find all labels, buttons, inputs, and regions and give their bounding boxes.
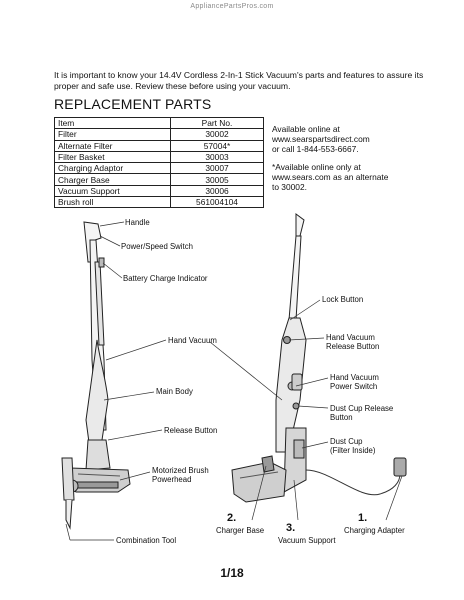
label-dust-cup-release-button: Dust Cup Release Button [330, 404, 393, 422]
callout-number-3: 3. [286, 522, 296, 534]
label-line: Motorized Brush [152, 466, 209, 475]
label-release-button: Release Button [164, 426, 218, 435]
replacement-parts-table: Item Part No. Filter 30002 Alternate Fil… [54, 116, 264, 209]
table-row: Filter Basket 30003 [54, 150, 264, 164]
label-hand-vacuum: Hand Vacuum [168, 336, 217, 345]
label-battery-charge-indicator: Battery Charge Indicator [123, 274, 208, 283]
table-row: Brush roll 561004104 [54, 196, 264, 209]
label-line: Button [330, 413, 353, 422]
label-hand-vacuum-release-button: Hand Vacuum Release Button [326, 333, 379, 351]
label-power-speed-switch: Power/Speed Switch [121, 242, 193, 251]
label-line: Power Switch [330, 382, 378, 391]
label-line: Hand Vacuum [326, 333, 375, 342]
right-vacuum-drawing [231, 213, 407, 503]
table-cell-item: Brush roll [54, 196, 171, 209]
section-heading: REPLACEMENT PARTS [54, 96, 212, 112]
availability-phone: or call 1-844-553-6667. [272, 144, 359, 154]
label-motorized-brush: Motorized Brush Powerhead [152, 466, 209, 484]
label-main-body: Main Body [156, 387, 193, 396]
label-handle: Handle [125, 218, 150, 227]
callout-number-2: 2. [227, 512, 237, 524]
watermark: AppliancePartsPros.com [190, 3, 274, 10]
alternate-line: *Available online only at [272, 162, 361, 172]
availability-line: Available online at [272, 124, 340, 134]
availability-website: www.searspartsdirect.com [272, 134, 370, 144]
table-row: Charger Base 30005 [54, 173, 264, 186]
page-number: 1/18 [220, 566, 244, 580]
alternate-line: www.sears.com as an alternate [272, 172, 389, 182]
table-header-row: Item Part No. [54, 116, 264, 130]
label-charging-adapter: Charging Adapter [344, 526, 405, 535]
intro-paragraph: It is important to know your 14.4V Cordl… [54, 70, 424, 91]
label-hand-vacuum-power-switch: Hand Vacuum Power Switch [330, 373, 379, 391]
left-vacuum-drawing [61, 221, 131, 530]
label-vacuum-support: Vacuum Support [278, 536, 336, 545]
label-lock-button: Lock Button [322, 295, 364, 304]
alternate-line: to 30002. [272, 182, 307, 192]
label-line: Dust Cup [330, 437, 363, 446]
label-line: Hand Vacuum [330, 373, 379, 382]
label-charger-base: Charger Base [216, 526, 265, 535]
label-line: (Filter Inside) [330, 446, 376, 455]
label-combination-tool: Combination Tool [116, 536, 177, 545]
table-cell-part-no: 561004104 [170, 196, 264, 209]
label-line: Powerhead [152, 475, 192, 484]
availability-note: Available online at www.searspartsdirect… [272, 124, 432, 154]
label-dust-cup: Dust Cup (Filter Inside) [330, 437, 376, 455]
callout-number-1: 1. [358, 512, 368, 524]
label-line: Release Button [326, 342, 380, 351]
alternate-availability-note: *Available online only at www.sears.com … [272, 162, 432, 192]
label-line: Dust Cup Release [330, 404, 394, 413]
